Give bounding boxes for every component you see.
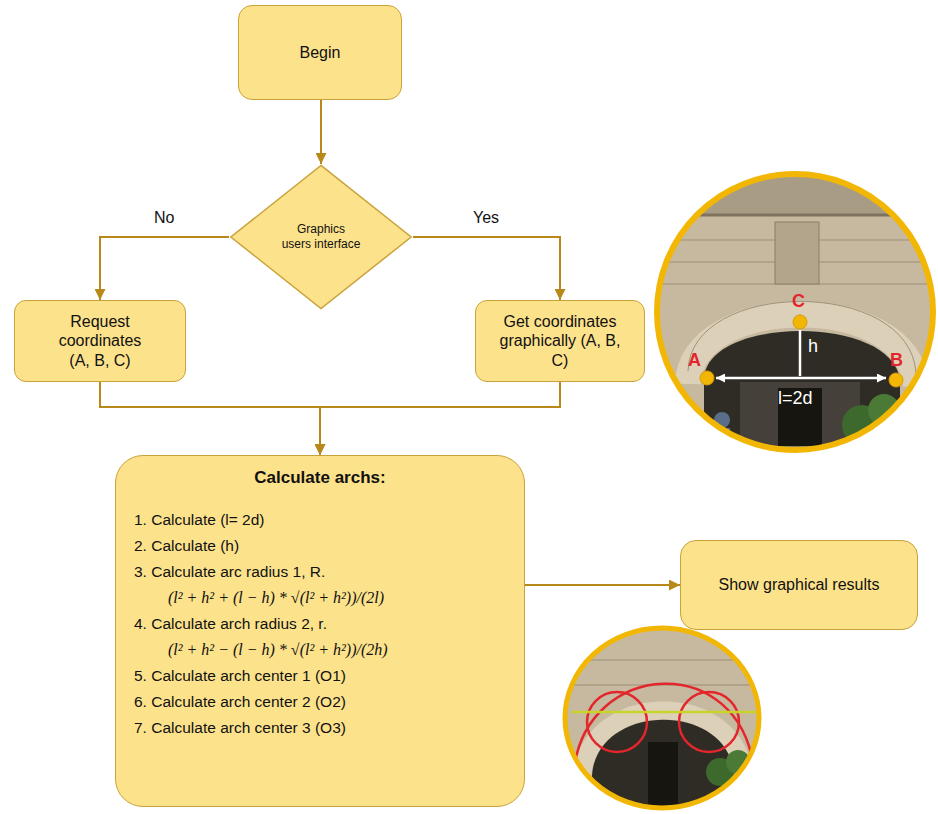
formula-text: (l² + h² + (l − h) * √(l² + h²))/(2l)	[134, 588, 506, 607]
step-text: 7. Calculate arch center 3 (O3)	[134, 718, 506, 737]
point-label: C	[792, 291, 805, 312]
result-photo	[560, 620, 770, 814]
plant	[886, 414, 922, 450]
flow-connector	[320, 382, 560, 455]
flow-connector	[100, 237, 229, 300]
node-text: Show graphical results	[719, 575, 880, 594]
point-dot	[889, 373, 903, 387]
node-text: Begin	[300, 43, 341, 62]
step-text: 3. Calculate arc radius 1, R.	[134, 562, 506, 581]
start-box: Begin	[238, 5, 402, 100]
dimension-label: l=2d	[778, 388, 813, 409]
point-label: A	[688, 350, 701, 371]
node-text: Get coordinates graphically (A, B, C)	[498, 312, 623, 370]
flow-connector	[100, 382, 320, 455]
photo-ring	[565, 628, 759, 808]
fitted-circle	[679, 692, 739, 752]
step-text: 6. Calculate arch center 2 (O2)	[134, 692, 506, 711]
output-box: Show graphical results	[680, 540, 918, 630]
step-text: 5. Calculate arch center 1 (O1)	[134, 666, 506, 685]
span-line	[716, 377, 886, 380]
stone-wall	[650, 170, 938, 460]
flow-connector	[320, 100, 322, 164]
ornament	[775, 222, 819, 284]
process-box: Get coordinates graphically (A, B, C)	[475, 300, 645, 382]
formula-text: (l² + h² − (l − h) * √(l² + h²))/(2h)	[134, 640, 506, 659]
edge-label: Yes	[470, 209, 502, 227]
point-dot	[793, 315, 807, 329]
door	[648, 742, 678, 814]
fitted-arc	[574, 684, 754, 770]
step-text: 1. Calculate (l= 2d)	[134, 510, 506, 529]
fitted-circle	[587, 692, 647, 752]
process-box: Calculate archs: 1. Calculate (l= 2d) 2. C…	[115, 455, 525, 807]
height-line	[799, 330, 802, 376]
stone-wall	[560, 620, 770, 814]
box-heading: Calculate archs:	[134, 468, 506, 488]
door	[778, 388, 822, 452]
point-label: B	[890, 350, 903, 371]
point-dot	[700, 371, 714, 385]
step-text: 4. Calculate arch radius 2, r.	[134, 614, 506, 633]
spring-line	[572, 711, 756, 714]
flow-connector	[413, 237, 560, 300]
dimension-label: h	[808, 336, 818, 357]
diamond-shape	[231, 165, 411, 308]
step-text: 2. Calculate (h)	[134, 536, 506, 555]
node-text: Graphics users interface	[281, 222, 361, 252]
decision-diamond: Graphics users interface	[229, 164, 413, 310]
flow-connector	[525, 584, 680, 586]
edge-label: No	[151, 209, 177, 227]
node-text: Request coordinates (A, B, C)	[50, 312, 150, 370]
photo-ring	[657, 174, 933, 450]
arch-photo	[650, 170, 938, 470]
process-box: Request coordinates (A, B, C)	[14, 300, 186, 382]
